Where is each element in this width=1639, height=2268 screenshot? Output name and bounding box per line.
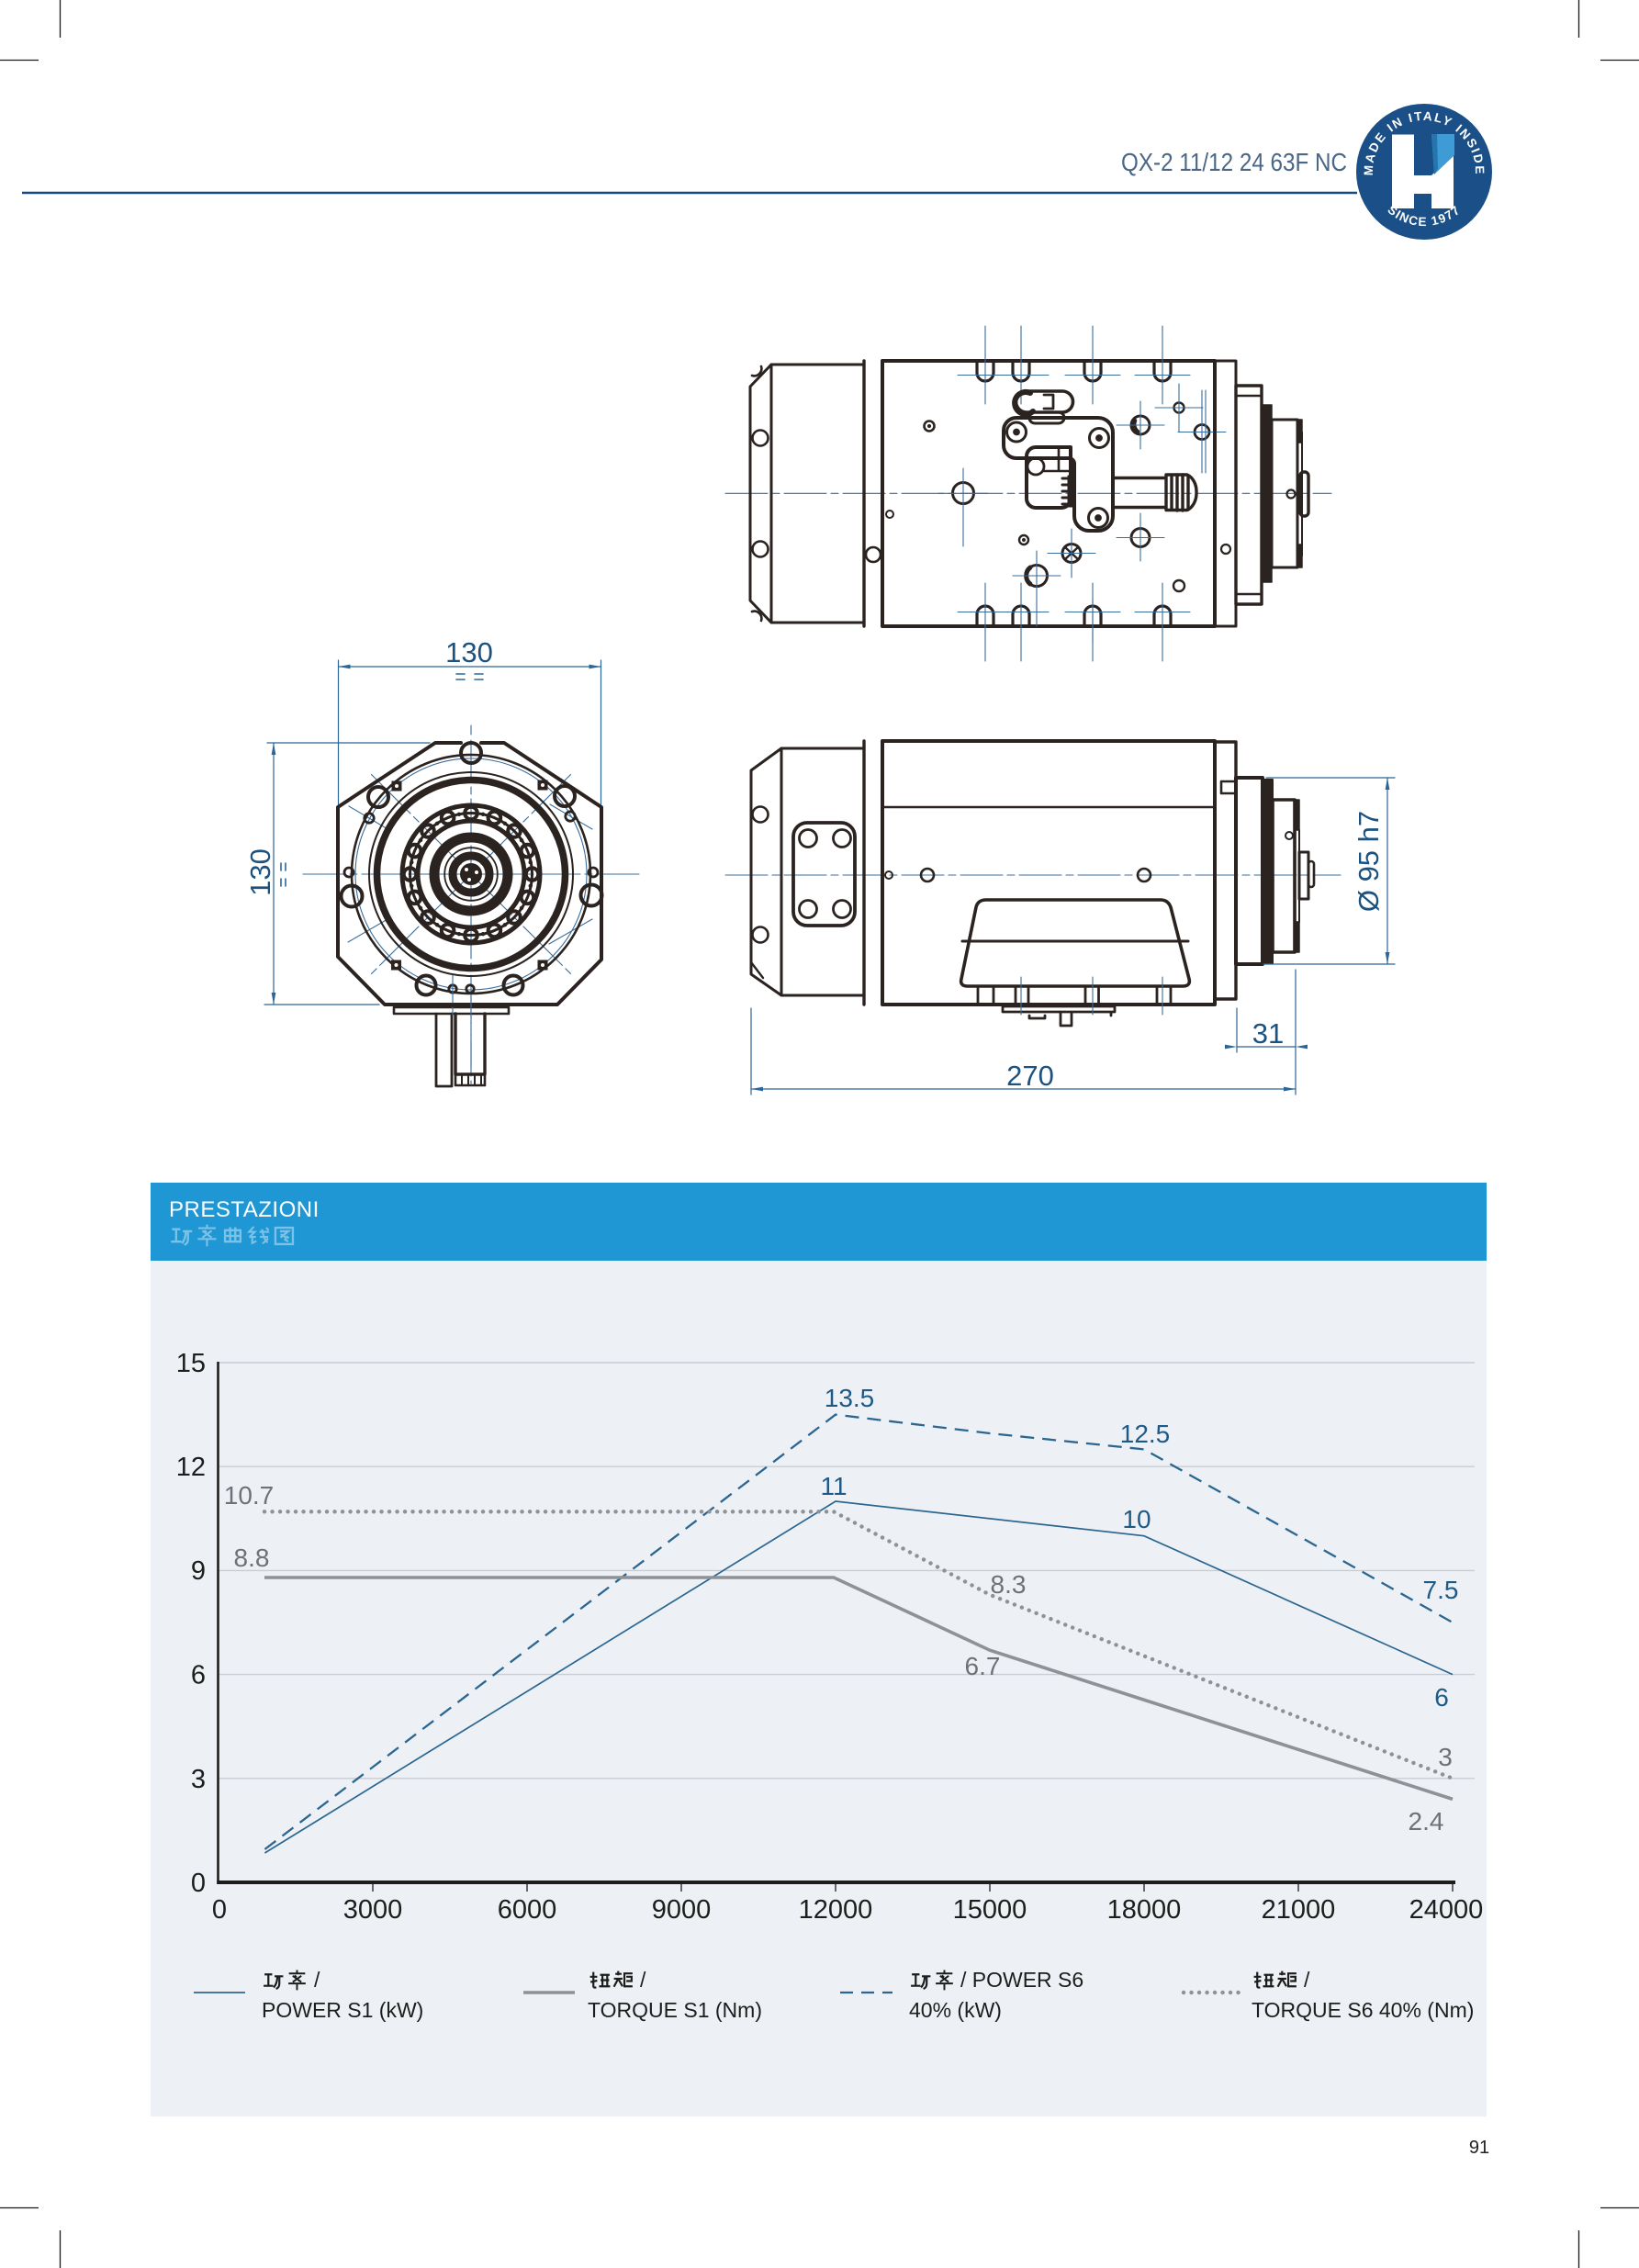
svg-text:13.5: 13.5 xyxy=(825,1384,875,1412)
svg-text:QX-2 11/12 24 63F NC: QX-2 11/12 24 63F NC xyxy=(1121,148,1347,176)
svg-text:2.4: 2.4 xyxy=(1409,1807,1444,1836)
svg-text:TORQUE S1 (Nm): TORQUE S1 (Nm) xyxy=(588,1998,762,2022)
svg-text:12000: 12000 xyxy=(799,1895,873,1925)
svg-text:/: / xyxy=(640,1968,646,1992)
svg-text:7.5: 7.5 xyxy=(1423,1576,1459,1604)
svg-text:6.7: 6.7 xyxy=(965,1652,1001,1680)
svg-text:12: 12 xyxy=(176,1453,206,1482)
svg-text:91: 91 xyxy=(1469,2138,1489,2158)
svg-text:3: 3 xyxy=(191,1765,206,1794)
svg-text:15000: 15000 xyxy=(953,1895,1027,1925)
svg-text:6: 6 xyxy=(191,1661,206,1690)
svg-text:0: 0 xyxy=(212,1895,227,1925)
svg-text:9: 9 xyxy=(191,1556,206,1586)
svg-text:3: 3 xyxy=(1438,1743,1453,1771)
svg-text:9000: 9000 xyxy=(652,1895,712,1925)
svg-text:130: 130 xyxy=(445,636,493,668)
svg-text:12.5: 12.5 xyxy=(1120,1420,1171,1448)
svg-text:10: 10 xyxy=(1122,1505,1151,1533)
svg-text:21000: 21000 xyxy=(1262,1895,1336,1925)
svg-text:3000: 3000 xyxy=(343,1895,403,1925)
svg-text:POWER S1 (kW): POWER S1 (kW) xyxy=(262,1998,423,2022)
svg-text:Ø 95 h7: Ø 95 h7 xyxy=(1353,811,1385,912)
svg-text:TORQUE S6 40% (Nm): TORQUE S6 40% (Nm) xyxy=(1252,1998,1474,2022)
svg-text:6000: 6000 xyxy=(498,1895,557,1925)
svg-text:18000: 18000 xyxy=(1107,1895,1182,1925)
svg-text:/: / xyxy=(1304,1968,1310,1992)
svg-text:270: 270 xyxy=(1006,1060,1054,1092)
svg-text:8.3: 8.3 xyxy=(991,1570,1027,1599)
svg-text:8.8: 8.8 xyxy=(234,1544,270,1572)
svg-text:40% (kW): 40% (kW) xyxy=(909,1998,1002,2022)
svg-text:24000: 24000 xyxy=(1409,1895,1484,1925)
svg-text:11: 11 xyxy=(820,1472,847,1500)
svg-text:/: / xyxy=(314,1968,320,1992)
svg-text:15: 15 xyxy=(176,1349,206,1378)
svg-text:0: 0 xyxy=(191,1869,206,1898)
svg-text:6: 6 xyxy=(1434,1683,1449,1712)
svg-text:31: 31 xyxy=(1252,1017,1284,1050)
svg-text:130: 130 xyxy=(244,848,276,896)
svg-text:PRESTAZIONI: PRESTAZIONI xyxy=(169,1197,320,1222)
svg-text:10.7: 10.7 xyxy=(224,1481,275,1510)
svg-text:/ POWER S6: / POWER S6 xyxy=(960,1968,1083,1992)
